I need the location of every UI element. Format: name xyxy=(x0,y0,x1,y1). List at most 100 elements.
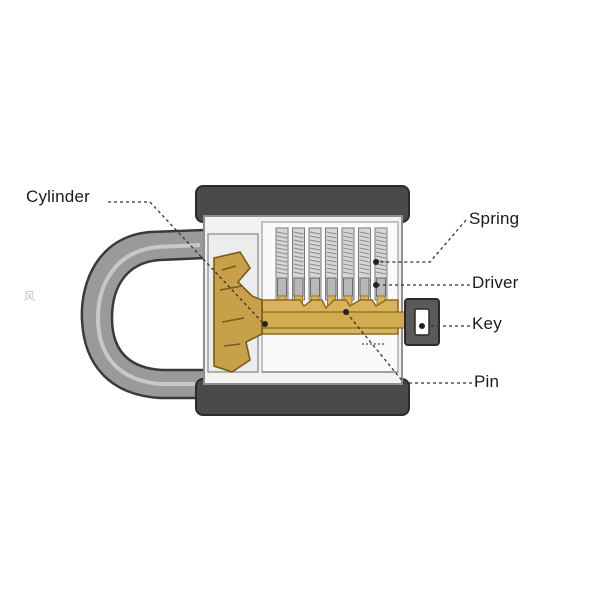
spring-coil xyxy=(276,271,288,275)
watermark: 风 xyxy=(24,290,35,303)
spring-coil xyxy=(276,231,288,235)
spring-coil xyxy=(342,247,354,251)
spring-coil xyxy=(309,243,321,247)
spring-coil xyxy=(326,231,337,235)
driver-pin xyxy=(277,277,287,297)
spring-coil xyxy=(375,239,387,243)
spring-coil xyxy=(342,251,354,255)
spring-coil xyxy=(342,263,354,267)
spring-coil xyxy=(359,239,370,243)
spring-coil xyxy=(342,271,354,275)
spring-coil xyxy=(309,239,321,243)
spring-coil xyxy=(342,243,354,247)
leader-dots xyxy=(262,259,425,329)
spring-coil xyxy=(293,255,304,259)
driver-pin xyxy=(310,277,320,297)
spring-coil xyxy=(342,231,354,235)
spring-coil xyxy=(359,251,370,255)
spring-coil xyxy=(359,255,370,259)
spring-coil xyxy=(375,255,387,259)
spring-coil xyxy=(375,235,387,239)
dot-driver xyxy=(373,282,379,288)
spring-coil xyxy=(293,267,304,271)
spring-coil xyxy=(309,255,321,259)
driver-pin xyxy=(343,277,353,297)
spring-coil xyxy=(359,247,370,251)
driver-pin xyxy=(326,277,337,297)
spring-coil xyxy=(293,259,304,263)
spring-coil xyxy=(375,251,387,255)
spring-coil xyxy=(326,271,337,275)
spring-coil xyxy=(326,243,337,247)
spring-coil xyxy=(342,239,354,243)
spring-coil xyxy=(359,263,370,267)
spring-coil xyxy=(375,231,387,235)
dot-key xyxy=(419,323,425,329)
dot-pin xyxy=(343,309,349,315)
spring-coil xyxy=(326,239,337,243)
shackle-highlight xyxy=(95,243,201,386)
dot-cylinder xyxy=(262,321,268,327)
spring-coil xyxy=(309,231,321,235)
key-blade xyxy=(261,311,411,329)
leader-spring xyxy=(378,219,467,263)
spring-coil xyxy=(309,247,321,251)
spring-coil xyxy=(309,271,321,275)
driver-pin xyxy=(359,277,370,297)
spring-coil xyxy=(375,267,387,271)
label-spring: Spring xyxy=(469,209,520,228)
spring-coil xyxy=(359,243,370,247)
spring-coil xyxy=(359,259,370,263)
spring-coil xyxy=(375,271,387,275)
spring-coil xyxy=(309,259,321,263)
leader-pin xyxy=(345,311,472,384)
dot-spring xyxy=(373,259,379,265)
label-driver: Driver xyxy=(472,273,519,292)
spring-coil xyxy=(293,239,304,243)
spring-coil xyxy=(276,263,288,267)
shackle xyxy=(80,228,207,400)
spring-coil xyxy=(276,267,288,271)
spring-coil xyxy=(342,259,354,263)
spring-coil xyxy=(276,247,288,251)
spring-coil xyxy=(326,235,337,239)
spring-coil xyxy=(293,243,304,247)
spring-coil xyxy=(293,271,304,275)
spring-coil xyxy=(293,247,304,251)
spring-coil xyxy=(375,243,387,247)
spring-coil xyxy=(276,251,288,255)
spring-coil xyxy=(359,235,370,239)
leader-lines xyxy=(108,201,472,384)
spring-coil xyxy=(326,263,337,267)
key-head-slot xyxy=(414,308,430,336)
spring-coil xyxy=(342,255,354,259)
spring-coil xyxy=(326,259,337,263)
spring-coil xyxy=(359,231,370,235)
spring-coil xyxy=(276,259,288,263)
spring-coil xyxy=(326,251,337,255)
label-pin: Pin xyxy=(474,372,500,391)
spring-coil xyxy=(342,235,354,239)
spring-coil xyxy=(276,235,288,239)
spring-coil xyxy=(326,267,337,271)
spring-coil xyxy=(309,251,321,255)
spring-coil xyxy=(326,255,337,259)
spring-coil xyxy=(276,255,288,259)
spring-coil xyxy=(309,267,321,271)
spring-coil xyxy=(293,231,304,235)
spring-coil xyxy=(342,267,354,271)
spring-coil xyxy=(276,239,288,243)
spring-coil xyxy=(359,271,370,275)
spring-coil xyxy=(309,235,321,239)
spring-stack xyxy=(275,227,388,307)
spring-coil xyxy=(293,251,304,255)
spring-coil xyxy=(375,247,387,251)
driver-pin xyxy=(293,277,304,297)
spring-coil xyxy=(293,263,304,267)
label-cylinder: Cylinder xyxy=(26,187,90,206)
spring-coil xyxy=(276,243,288,247)
spring-coil xyxy=(309,263,321,267)
label-key: Key xyxy=(472,314,502,333)
